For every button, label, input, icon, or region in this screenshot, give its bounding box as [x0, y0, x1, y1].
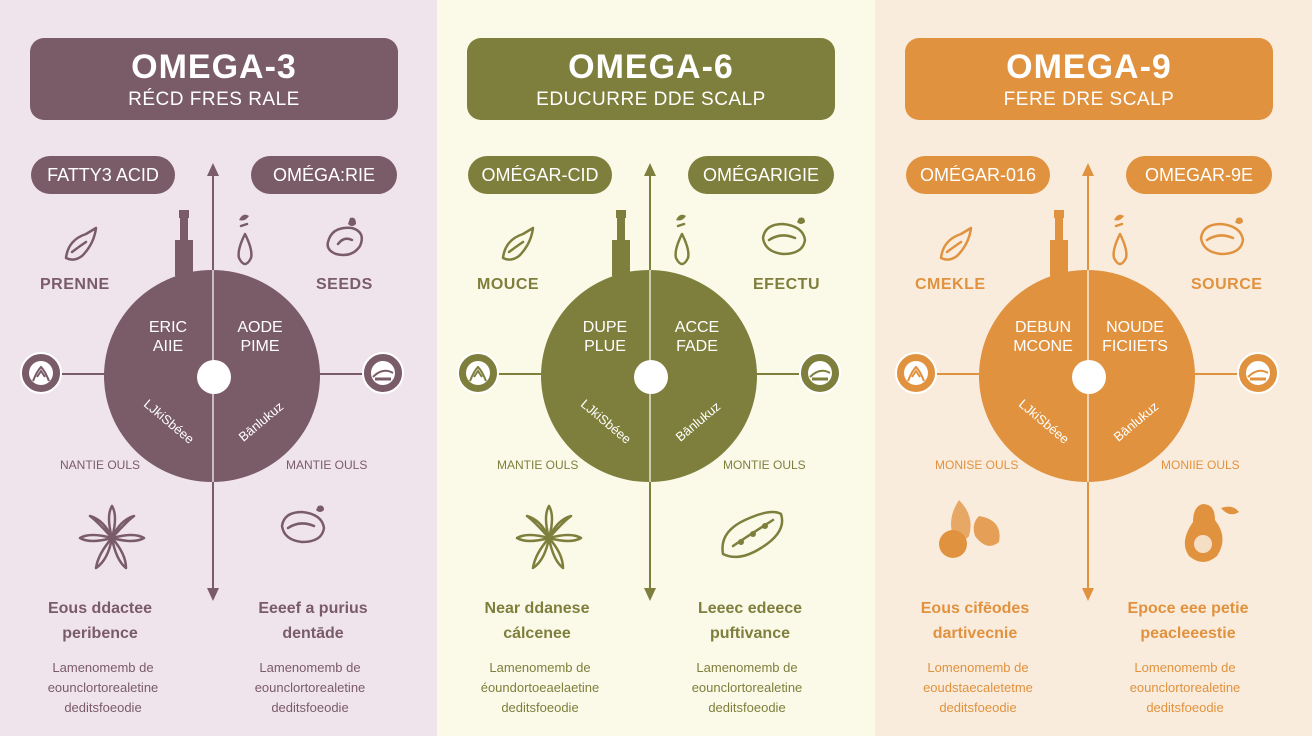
circle-text-left: DUPE PLUE [582, 319, 628, 355]
panel-subtitle: FERE DRE SCALP [1003, 89, 1175, 110]
bottle-icon [171, 210, 197, 281]
label-right: EFECTU [753, 276, 820, 293]
nut-icon [759, 214, 811, 263]
bottom-right-text: Lamenomemb de eounclortorealetine dedits… [691, 660, 803, 715]
side-circle-left [895, 352, 937, 394]
bottom-right-heading: Leeec edeece puftivance [697, 600, 803, 642]
oil-label-left: MANTIE OULS [497, 458, 579, 472]
drop-hand-icon [497, 222, 543, 273]
side-circle-right [362, 352, 404, 394]
pill-left: OMÉGAR-CID [468, 156, 612, 194]
bottom-left-text: Lamenomemb de éoundortoeaelaetine dedits… [480, 660, 600, 715]
drop-hand-icon [60, 222, 106, 273]
bottom-right-heading: Eeeef a purius dentāde [258, 600, 368, 642]
panel-omega-9: OMEGA-9 FERE DRE SCALP OMÉGAR-016 OMEGAR… [875, 0, 1312, 736]
label-left: PRENNE [40, 276, 110, 293]
header-banner: OMEGA-6 EDUCURRE DDE SCALP [467, 38, 835, 120]
circle-hub [197, 360, 231, 394]
panel-title: OMEGA-3 [131, 48, 297, 86]
bottom-left-text: Lomenomemb de eoudstaecaletetme deditsfo… [923, 660, 1033, 715]
side-circle-left [20, 352, 62, 394]
avocado-icon [1173, 498, 1243, 573]
oil-label-right: MONIIE OULS [1161, 458, 1240, 472]
header-banner: OMEGA-9 FERE DRE SCALP [905, 38, 1273, 120]
seed-icon [322, 214, 370, 265]
bottom-right-heading: Epoce eee petie peacleeestie [1127, 600, 1249, 642]
nut-icon [278, 502, 330, 551]
bottom-left-text: Lamenomemb de eounclortorealetine dedits… [47, 660, 159, 715]
circle-text-right: ACCE FADE [674, 319, 720, 355]
side-circle-left [457, 352, 499, 394]
circle-text-left: ERIC AIIE [148, 319, 188, 355]
bottom-left-heading: Eous ddactee peribence [47, 600, 153, 642]
circle-text-right: AODE PIME [237, 319, 283, 355]
panel-omega-6: OMEGA-6 EDUCURRE DDE SCALP OMÉGAR-CID OM… [437, 0, 875, 736]
circle-text-left: DEBUN MCONE [1013, 319, 1073, 355]
bottle-icon [1046, 210, 1072, 281]
bottom-left-heading: Near ddanese cálcenee [484, 600, 590, 642]
seed-drop-icon [233, 212, 257, 277]
circle-hub [634, 360, 668, 394]
oil-label-left: MONISE OULS [935, 458, 1019, 472]
bottom-right-text: Lamenomemb de eounclortorealetine dedits… [254, 660, 366, 715]
pill-left: FATTY3 ACID [31, 156, 175, 194]
almond-icon [935, 496, 1005, 567]
bottle-icon [608, 210, 634, 281]
bottom-right-text: Lomenomemb de eounclortorealetine dedits… [1129, 660, 1241, 715]
pill-right: OMÉGARIGIE [688, 156, 834, 194]
pill-right: OMÉGA:RIE [251, 156, 397, 194]
label-right: SOURCE [1191, 276, 1263, 293]
seed-drop-icon [1108, 212, 1132, 277]
side-circle-right [1237, 352, 1279, 394]
label-right: SEEDS [316, 276, 373, 293]
pod-icon [715, 502, 791, 571]
bottom-left-heading: Eous cifēodes dartivecnie [920, 600, 1030, 642]
oil-label-left: NANTIE OULS [60, 458, 141, 472]
pill-right: OMEGAR-9E [1126, 156, 1272, 194]
nut-icon [1197, 214, 1249, 263]
panel-title: OMEGA-6 [568, 48, 734, 86]
flower-icon [76, 502, 148, 579]
seed-drop-icon [670, 212, 694, 277]
circle-text-right: NOUDE FICIIETS [1102, 319, 1168, 355]
label-left: CMEKLE [915, 276, 986, 293]
panel-omega-3: OMEGA-3 RÉCD FRES RALE FATTY3 ACID OMÉGA… [0, 0, 438, 736]
panel-subtitle: EDUCURRE DDE SCALP [536, 89, 766, 110]
pill-left: OMÉGAR-016 [906, 156, 1050, 194]
drop-hand-icon [935, 222, 981, 273]
label-left: MOUCE [477, 276, 540, 293]
side-circle-right [799, 352, 841, 394]
circle-hub [1072, 360, 1106, 394]
flower-icon [513, 502, 585, 579]
header-banner: OMEGA-3 RÉCD FRES RALE [30, 38, 398, 120]
oil-label-right: MONTIE OULS [723, 458, 806, 472]
panel-title: OMEGA-9 [1006, 48, 1172, 86]
oil-label-right: MANTIE OULS [286, 458, 368, 472]
panel-subtitle: RÉCD FRES RALE [128, 89, 300, 110]
